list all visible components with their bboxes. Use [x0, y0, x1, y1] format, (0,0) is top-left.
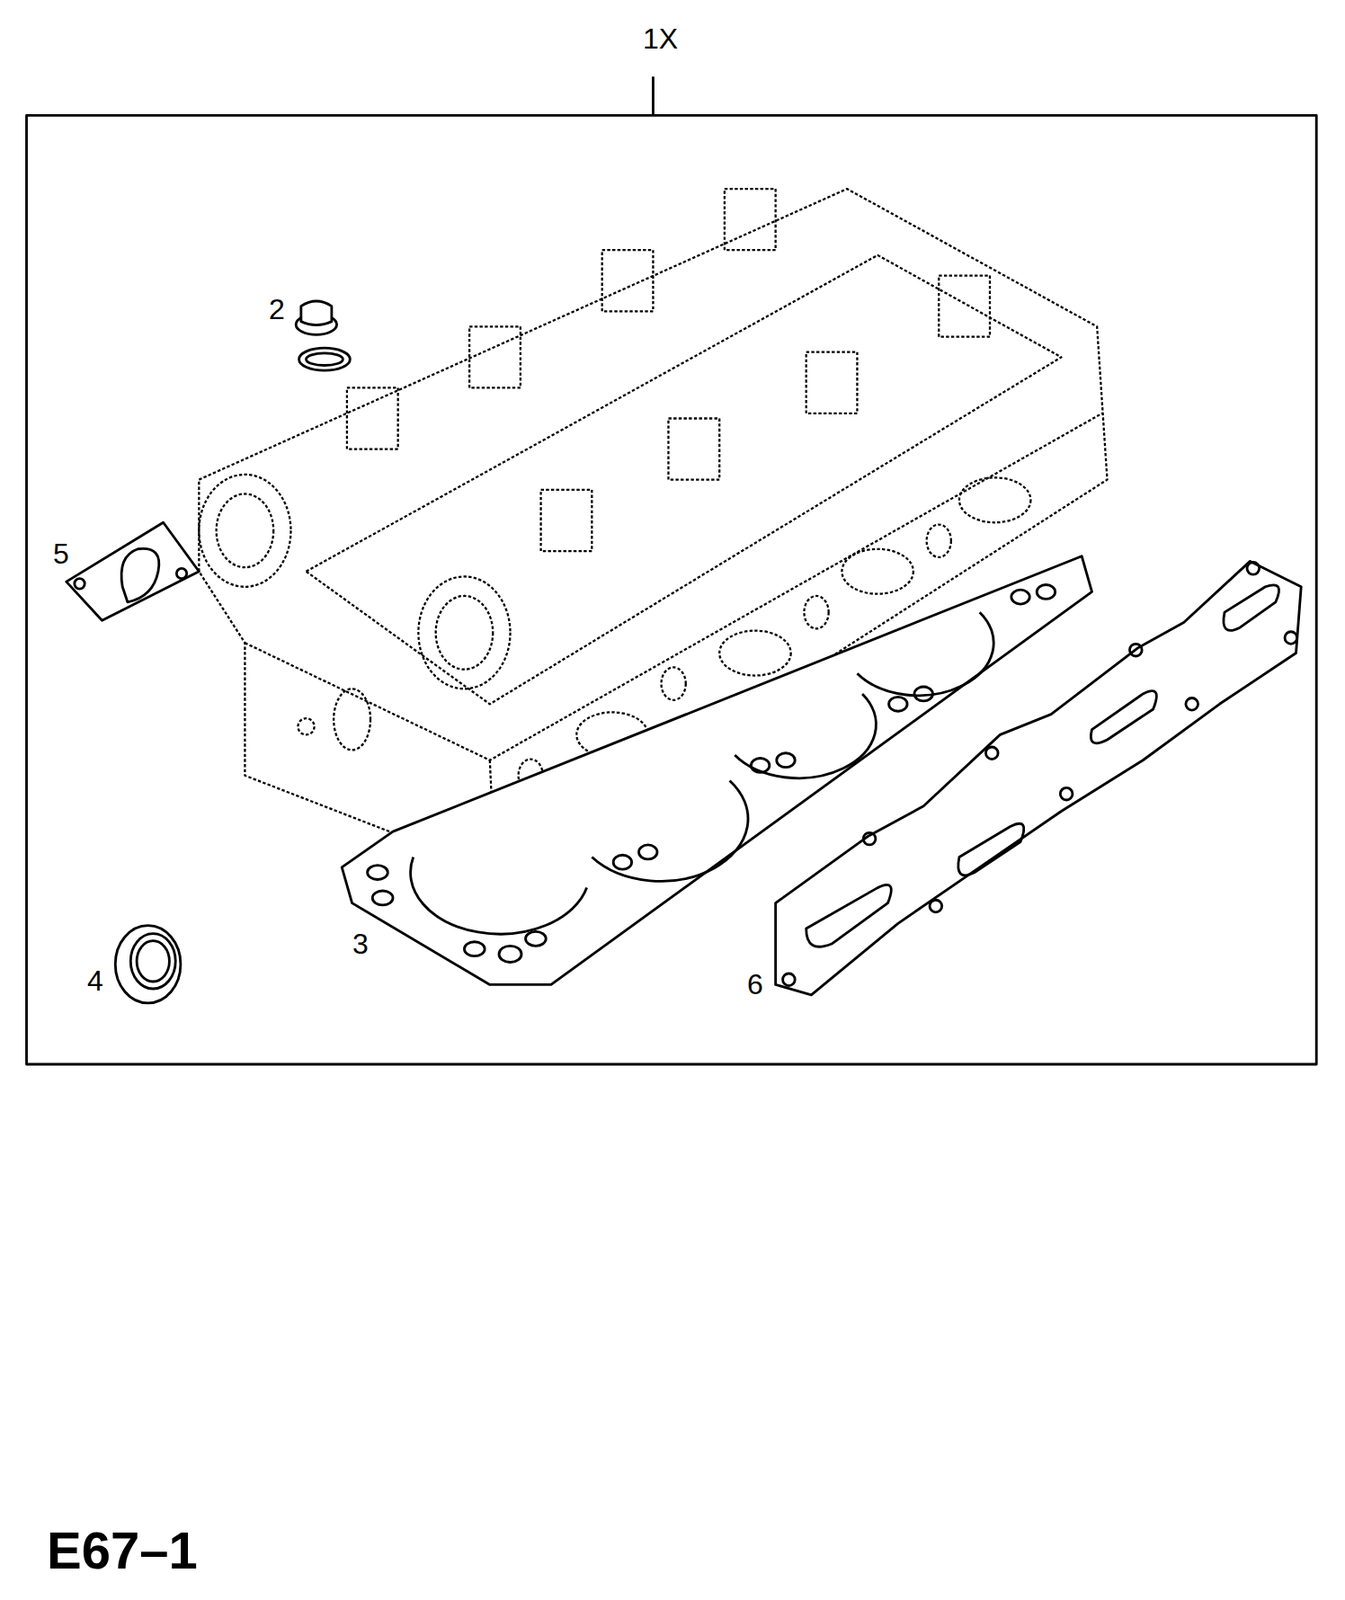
oil-seal [115, 926, 181, 1004]
small-gasket [66, 522, 200, 621]
callout-number: 2 [268, 294, 286, 324]
manifold-gasket [775, 561, 1302, 995]
callout-number: 5 [53, 539, 70, 569]
callout-number: 3 [352, 929, 369, 959]
leader-line [651, 76, 655, 116]
callout-number: 4 [87, 966, 104, 996]
assembly-number: 1X [642, 24, 678, 54]
callout-number: 6 [747, 970, 764, 999]
figure-code: E67–1 [46, 1524, 198, 1577]
plug [295, 301, 350, 371]
group-frame [26, 115, 1318, 1065]
